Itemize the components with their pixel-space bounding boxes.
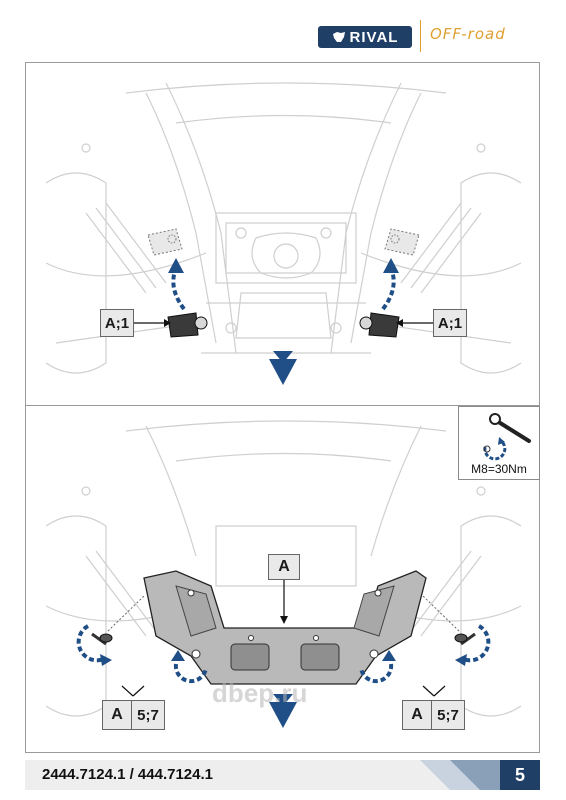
vehicle-underbody-illustration-bottom xyxy=(45,420,522,728)
logo-divider xyxy=(420,20,421,52)
step-panel-bottom: A A 5;7 A 5;7 xyxy=(25,405,540,753)
watermark: dbep.ru xyxy=(212,678,308,708)
header: RIVAL OFF-road xyxy=(0,0,566,60)
part-number: 2444.7124.1 / 444.7124.1 xyxy=(42,766,213,783)
label-qty-left: 5;7 xyxy=(131,700,165,730)
bracket-left-icon xyxy=(167,312,208,338)
bolt-right-icon xyxy=(454,632,476,646)
label-part-a-center: A xyxy=(268,554,300,580)
bracket-right-icon xyxy=(359,312,400,338)
label-part-a-right: A xyxy=(402,700,432,730)
label-part-a-qty-1-right: A;1 xyxy=(433,309,467,337)
torque-wrench-icon xyxy=(483,413,531,461)
bolt-left-icon xyxy=(91,632,113,646)
footer: 2444.7124.1 / 444.7124.1 5 xyxy=(0,760,566,792)
torque-value: M8=30Nm xyxy=(471,462,527,476)
rival-logo-mark-icon xyxy=(332,32,345,42)
torque-spec-box: M8=30Nm xyxy=(458,406,540,480)
label-qty-right: 5;7 xyxy=(431,700,465,730)
next-step-arrow-icon xyxy=(269,351,297,385)
brand-name: RIVAL xyxy=(349,28,399,46)
footer-stripe-decoration xyxy=(420,760,500,790)
install-direction-arrow-icon xyxy=(269,694,297,728)
step-panel-top: A;1 A;1 xyxy=(25,62,540,406)
vehicle-underbody-illustration-top xyxy=(45,82,522,385)
rival-logo: RIVAL xyxy=(318,26,412,48)
skid-plate-illustration xyxy=(143,570,427,685)
page-number: 5 xyxy=(500,760,540,790)
brand-tagline: OFF-road xyxy=(430,25,506,43)
label-part-a-left: A xyxy=(102,700,132,730)
label-part-a-qty-1-left: A;1 xyxy=(100,309,134,337)
